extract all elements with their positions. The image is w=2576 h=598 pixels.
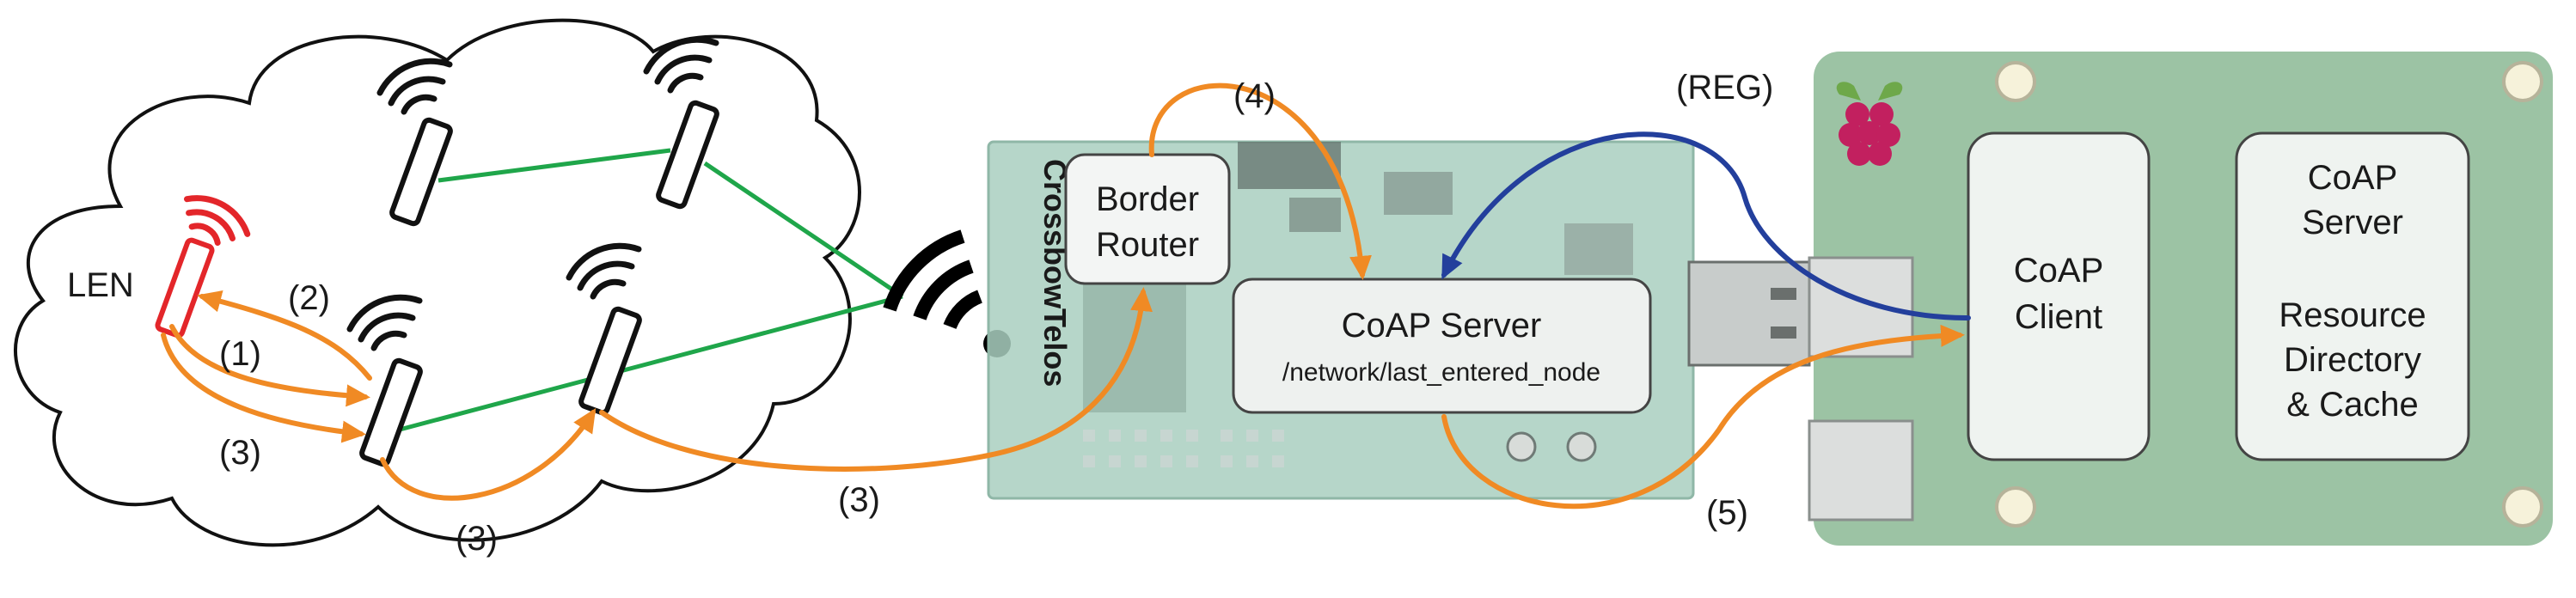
sensor-node-bottom-left [346,294,423,467]
coap-client-box [1967,131,2151,461]
len-label: LEN [67,266,134,304]
coap-client-line1: CoAP [2014,252,2104,290]
border-router-box: Border Router [1064,153,1231,285]
border-router-line2: Router [1096,226,1199,264]
rd-line1: CoAP [2308,159,2398,197]
raspberry-pi-logo [1836,82,1903,166]
wifi-icon [376,58,453,115]
coap-server-device-box: CoAP Server /network/last_entered_node [1232,278,1652,414]
wifi-icon [643,36,719,94]
step-5-label: (5) [1706,494,1748,532]
mesh-network-cloud [14,18,861,547]
sensor-node-top-left [376,58,453,227]
resource-directory-box [2235,131,2470,461]
wifi-icon [566,242,642,300]
wifi-icon [346,294,423,351]
len-node [155,195,251,339]
red-wifi-icon [183,195,251,247]
rd-line3: Resource [2279,296,2426,334]
step-3-label-gateway: (3) [838,481,880,519]
border-router-line1: Border [1096,180,1199,218]
rd-line5: & Cache [2286,386,2418,424]
mesh-links [399,148,904,432]
coap-server-resource: /network/last_entered_node [1282,358,1600,387]
coap-client-line2: Client [2015,298,2102,336]
step-4-label: (4) [1233,77,1276,115]
step-3-label-left: (3) [219,434,261,472]
coap-server-title: CoAP Server [1342,307,1542,345]
reg-label: (REG) [1676,69,1773,107]
message-arrows [161,82,1971,510]
rd-line2: Server [2302,204,2403,241]
sensor-node-top-right [643,36,719,210]
step-1-label: (1) [219,335,261,373]
step-2-label: (2) [288,279,330,317]
raspberry-pi-board: CoAP Client CoAP Server Resource Directo… [1808,52,2553,546]
step-3-label-bottom: (3) [456,520,498,558]
rd-line4: Directory [2284,341,2421,379]
